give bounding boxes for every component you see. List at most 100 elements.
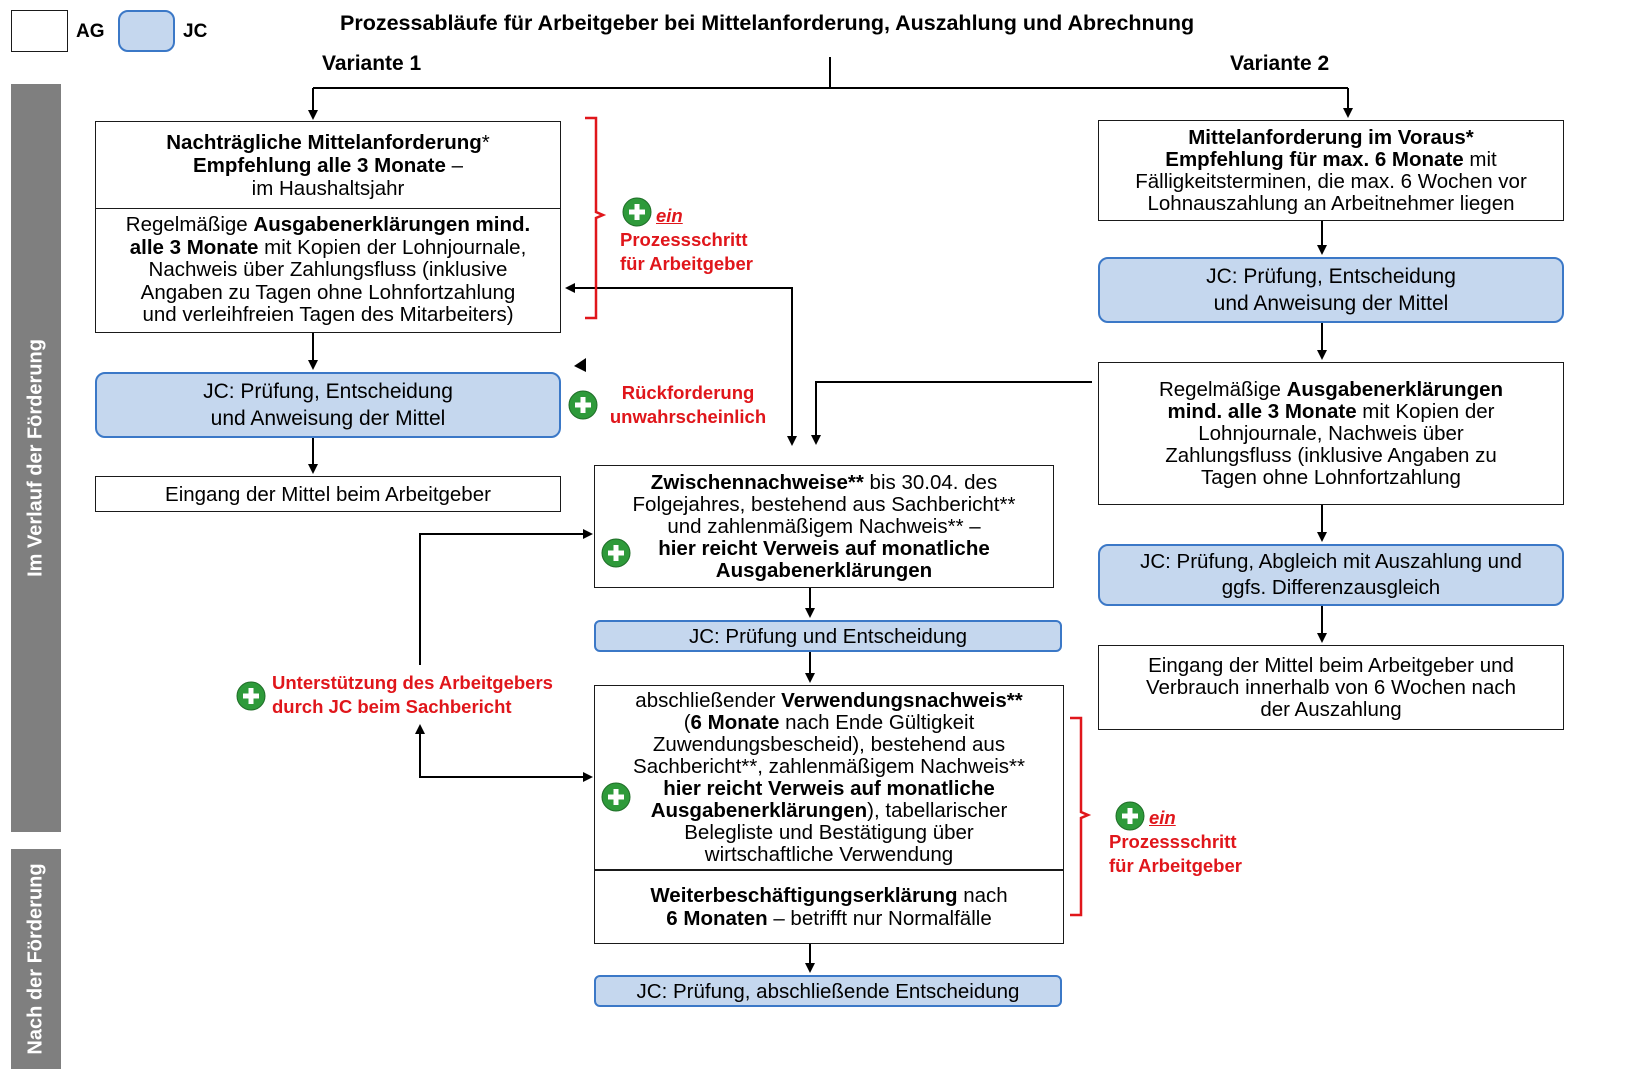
continuation-l1: nach (957, 884, 1008, 907)
interim-l3: und zahlenmäßigem Nachweis** – (667, 514, 981, 538)
continuation-l2: – betrifft nur Normalfälle (767, 907, 992, 930)
v2-receipt-l1: Eingang der Mittel beim Arbeitgeber und (1148, 653, 1514, 677)
connector-support-to-interim (419, 529, 593, 665)
final-l6: ), tabellarischer (867, 798, 1008, 822)
interim-l1: bis 30.04. des (863, 470, 998, 494)
final-l2b: 6 Monate (690, 710, 780, 734)
v2-expenses-l2: mit Kopien der (1356, 399, 1495, 423)
plus-icon (236, 681, 266, 711)
center-jc-final-text: JC: Prüfung, abschließende Entscheidung (636, 979, 1020, 1003)
plus-icon (622, 197, 652, 227)
note-repayment-l2: unwahrscheinlich (609, 406, 767, 427)
legend-ag-label: AG (76, 21, 105, 42)
final-l7: Belegliste und Bestätigung über (684, 820, 974, 844)
continuation-box: Weiterbeschäftigungserklärung nach 6 Mon… (594, 870, 1064, 944)
interim-proof-box: Zwischennachweise** bis 30.04. des Folge… (594, 465, 1054, 588)
v1-jc-check-l1: JC: Prüfung, Entscheidung (203, 380, 453, 403)
v2-expenses-l1b: Ausgabenerklärungen (1286, 377, 1504, 401)
v2-request-l2b: Empfehlung für max. 6 Monate (1165, 147, 1464, 171)
v1-jc-check-l2: und Anweisung der Mittel (210, 407, 446, 430)
continuation-l2b: 6 Monaten (666, 907, 768, 930)
v2-expenses-l4: Zahlungsfluss (inklusive Angaben zu (1165, 443, 1497, 467)
v2-jc-check-l2: und Anweisung der Mittel (1213, 292, 1449, 315)
final-l1b: Verwendungsnachweis** (781, 688, 1023, 712)
interim-l1b: Zwischennachweise** (650, 470, 864, 494)
note-one-step-top-l3: für Arbeitgeber (620, 253, 753, 274)
v1-jc-check-box: JC: Prüfung, Entscheidung und Anweisung … (95, 372, 561, 438)
note-one-step-bottom-l3: für Arbeitgeber (1109, 855, 1242, 876)
v2-jc-compare-l2: ggfs. Differenzausgleich (1221, 576, 1441, 599)
note-one-step-bottom: ein Prozessschritt für Arbeitgeber (1109, 806, 1279, 878)
note-support: Unterstützung des Arbeitgebers durch JC … (272, 671, 602, 719)
v1-expenses-l4: Angaben zu Tagen ohne Lohnfortzahlung (140, 280, 516, 304)
interim-l2: Folgejahres, bestehend aus Sachbericht** (632, 492, 1016, 516)
v1-request-star: * (481, 130, 490, 154)
note-repayment: Rückforderung unwahrscheinlich (600, 381, 776, 429)
interim-l4b: hier reicht Verweis auf monatliche (658, 536, 990, 560)
v2-jc-compare-l1: JC: Prüfung, Abgleich mit Auszahlung und (1140, 550, 1522, 573)
v1-expenses-p1b: Ausgabenerklärungen mind. (253, 213, 531, 237)
red-bracket-top (585, 116, 607, 320)
v2-jc-check-l1: JC: Prüfung, Entscheidung (1206, 265, 1456, 288)
final-l4: Sachbericht**, zahlenmäßigem Nachweis** (633, 754, 1025, 778)
center-jc-check-text: JC: Prüfung und Entscheidung (688, 624, 968, 648)
v2-request-l1: Mittelanforderung im Voraus* (1188, 125, 1474, 149)
final-l5b: hier reicht Verweis auf monatliche (663, 776, 995, 800)
note-one-step-top: ein Prozessschritt für Arbeitgeber (620, 204, 790, 276)
v1-expenses-l3: Nachweis über Zahlungsfluss (inklusive (148, 258, 508, 282)
final-l2a: ( (683, 710, 691, 734)
v2-request-l4: Lohnauszahlung an Arbeitnehmer liegen (1147, 191, 1515, 215)
center-jc-check-box: JC: Prüfung und Entscheidung (594, 620, 1062, 652)
note-one-step-top-ein: ein (656, 205, 683, 226)
stray-arrow-head (574, 358, 586, 372)
connector-support-to-final (419, 728, 593, 782)
v2-receipt-box: Eingang der Mittel beim Arbeitgeber und … (1098, 645, 1564, 730)
v2-jc-compare-box: JC: Prüfung, Abgleich mit Auszahlung und… (1098, 544, 1564, 606)
v2-jc-check-box: JC: Prüfung, Entscheidung und Anweisung … (1098, 257, 1564, 323)
final-proof-box: abschließender Verwendungsnachweis** (6 … (594, 685, 1064, 870)
legend-jc-swatch (118, 10, 175, 52)
v2-expenses-l1: Regelmäßige (1158, 377, 1287, 401)
v1-expenses-p1: Regelmäßige (125, 213, 254, 237)
v1-receipt-text: Eingang der Mittel beim Arbeitgeber (165, 482, 491, 506)
v1-expenses-p2: mit Kopien der Lohnjournale, (258, 235, 527, 259)
v2-request-l3: Fälligkeitsterminen, die max. 6 Wochen v… (1135, 169, 1527, 193)
variante-1-label: Variante 1 (322, 52, 422, 75)
v2-receipt-l3: der Auszahlung (1260, 697, 1402, 721)
v1-request-l1: Nachträgliche Mittelanforderung (166, 130, 482, 154)
v1-request-l2-tail: – (445, 153, 463, 177)
note-one-step-bottom-l2: Prozessschritt (1109, 831, 1237, 852)
red-bracket-bottom (1070, 716, 1092, 917)
interim-l5b: Ausgabenerklärungen (715, 558, 933, 582)
plus-icon (601, 782, 631, 812)
final-l3: Zuwendungsbescheid), bestehend aus (652, 732, 1006, 756)
continuation-l1b: Weiterbeschäftigungserklärung (650, 884, 958, 907)
v1-request-box: Nachträgliche Mittelanforderung* Empfehl… (95, 121, 561, 209)
final-l6b: Ausgabenerklärungen (650, 798, 868, 822)
v2-expenses-l3: Lohnjournale, Nachweis über (1198, 421, 1464, 445)
final-l8: wirtschaftliche Verwendung (704, 842, 954, 866)
v2-request-l2: mit (1463, 147, 1497, 171)
plus-icon (1115, 801, 1145, 831)
final-l1: abschließender (635, 688, 782, 712)
v1-request-l2: Empfehlung alle 3 Monate (193, 153, 446, 177)
connector-from-v1-expenses (565, 283, 793, 443)
final-l2: nach Ende Gültigkeit (779, 710, 975, 734)
plus-icon (601, 538, 631, 568)
v2-receipt-l2: Verbrauch innerhalb von 6 Wochen nach (1145, 675, 1516, 699)
note-support-l2: durch JC beim Sachbericht (272, 696, 512, 717)
v1-receipt-box: Eingang der Mittel beim Arbeitgeber (95, 476, 561, 512)
page-title: Prozessabläufe für Arbeitgeber bei Mitte… (340, 11, 1195, 35)
v2-request-box: Mittelanforderung im Voraus* Empfehlung … (1098, 120, 1564, 221)
v2-expenses-l2b: mind. alle 3 Monate (1167, 399, 1357, 423)
sidebar-during-funding: Im Verlauf der Förderung (11, 84, 61, 832)
note-one-step-top-l2: Prozessschritt (620, 229, 748, 250)
note-one-step-bottom-ein: ein (1149, 807, 1176, 828)
note-repayment-l1: Rückforderung (621, 382, 755, 403)
v2-expenses-box: Regelmäßige Ausgabenerklärungen mind. al… (1098, 362, 1564, 505)
legend-ag-swatch (11, 10, 68, 52)
plus-icon (568, 390, 598, 420)
sidebar-after-funding: Nach der Förderung (11, 849, 61, 1069)
v1-request-l3: im Haushaltsjahr (251, 176, 405, 200)
